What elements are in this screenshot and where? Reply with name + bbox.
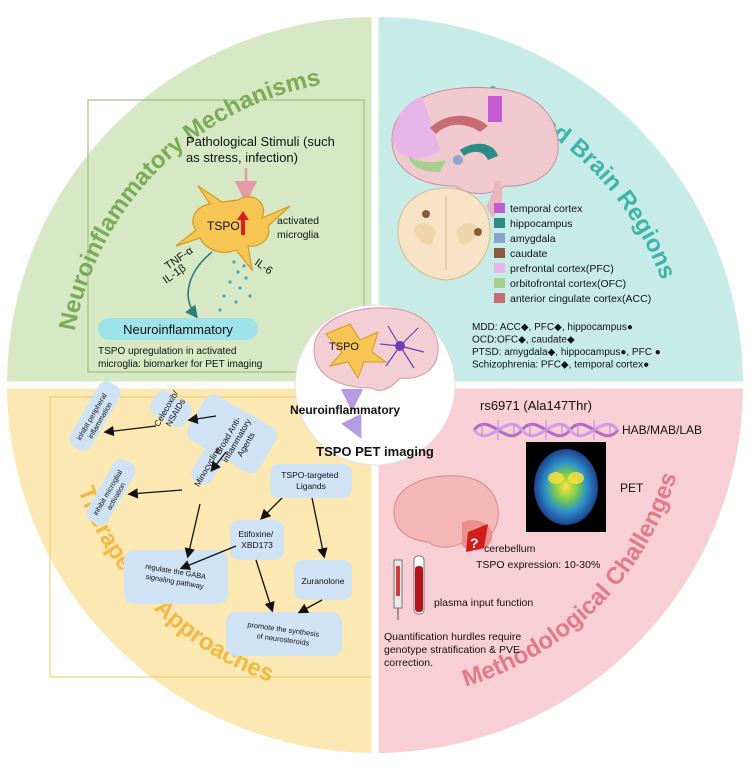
q4-expression: TSPO expression: 10-30% <box>476 559 600 571</box>
brain-legend: temporal cortex hippocampus amygdala caudat… <box>494 203 651 305</box>
legend-label: prefrontal cortex(PFC) <box>510 263 614 275</box>
pill-etifoxine <box>230 520 284 560</box>
legend-label: anterior cingulate cortex(ACC) <box>510 293 651 305</box>
legend-swatch <box>494 218 505 228</box>
disorder-line: PTSD: amygdala◆, hippocampus●, PFC ● <box>472 347 661 358</box>
pet-scan-icon <box>526 442 606 532</box>
disorder-line: MDD: ACC◆, PFC◆, hippocampus● <box>472 322 633 333</box>
q4-cerebellum: cerebellum <box>484 543 536 555</box>
q4-hab: HAB/MAB/LAB <box>622 423 702 437</box>
legend-label: caudate <box>510 248 548 260</box>
q1-activated-line2: microglia <box>277 229 319 241</box>
q1-activated-line1: activated <box>277 215 319 227</box>
pill-tspo-ligands <box>270 464 352 498</box>
pill-gaba <box>124 550 228 604</box>
pill-neurosteroids <box>226 612 342 656</box>
pill-inhibit-microglial <box>86 458 136 526</box>
q1-neuro-pill <box>98 318 258 340</box>
legend-swatch <box>494 278 505 288</box>
q3-tspo-ligands: TSPO-targeted Ligands <box>281 470 341 491</box>
legend-swatch <box>494 248 505 258</box>
legend-swatch <box>494 233 505 243</box>
legend-swatch <box>494 263 505 273</box>
q1-tspo-label: TSPO <box>207 219 240 233</box>
q1-neuro-pill-label: Neuroinflammatory <box>123 322 233 337</box>
svg-text:?: ? <box>470 535 479 551</box>
center-brain-icon <box>313 307 439 391</box>
therapy-pills <box>69 381 352 656</box>
dna-helix-icon <box>472 420 620 440</box>
q1-caption-line2: microglia: biomarker for PET imaging <box>98 359 262 370</box>
legend-label: temporal cortex <box>510 203 583 215</box>
q3-zuranolone: Zuranolone <box>301 576 344 586</box>
pill-inhibit-peripheral <box>69 381 121 451</box>
syringe-icon <box>393 559 403 620</box>
cytokine-dots-icon <box>218 260 252 312</box>
legend-label: orbitofrontal cortex(OFC) <box>510 278 626 290</box>
pill-zuranolone <box>294 560 352 600</box>
blood-tube-icon <box>413 555 425 615</box>
q4-snp: rs6971 (Ala147Thr) <box>480 398 592 413</box>
center-pet: TSPO PET imaging <box>316 444 434 459</box>
q1-caption-line1: TSPO upregulation in activated <box>98 346 236 357</box>
therapy-arrows <box>103 413 328 614</box>
q3-etifoxine: Etifoxine/ XBD173 <box>238 529 275 550</box>
legend-swatch <box>494 203 505 213</box>
brain-sagittal-icon <box>391 86 559 218</box>
q4-caption-line1: Quantification hurdles require <box>384 631 521 643</box>
q4-pet: PET <box>620 481 644 495</box>
disorder-list: MDD: ACC◆, PFC◆, hippocampus● OCD:OFC◆, c… <box>472 322 661 371</box>
q4-caption-line2: genotype stratification & PVE <box>384 644 520 656</box>
pill-celecoxib <box>150 390 192 428</box>
disorder-line: Schizophrenia: PFC◆, temporal cortex● <box>472 360 649 371</box>
legend-label: hippocampus <box>510 218 572 230</box>
center-tspo: TSPO <box>329 341 359 353</box>
disorder-line: OCD:OFC◆, caudate◆ <box>472 335 575 346</box>
up-arrow-icon <box>237 211 249 235</box>
q1-stimuli-line1: Pathological Stimuli (such <box>186 134 335 149</box>
pill-broad <box>187 394 277 474</box>
question-icon <box>466 524 488 552</box>
legend-swatch <box>494 293 505 303</box>
brain-coronal-icon <box>397 187 491 281</box>
quadrant-top-left <box>7 17 375 385</box>
q4-plasma: plasma input function <box>434 597 533 609</box>
q4-caption-line3: correction. <box>384 657 433 669</box>
q1-stimuli-line2: as stress, infection) <box>186 150 298 165</box>
pill-minocycline <box>191 445 225 485</box>
center-neuroinflammatory: Neuroinflammatory <box>290 403 400 417</box>
legend-label: amygdala <box>510 233 556 245</box>
microglia-icon <box>175 185 291 273</box>
panel-top-left <box>87 99 365 373</box>
